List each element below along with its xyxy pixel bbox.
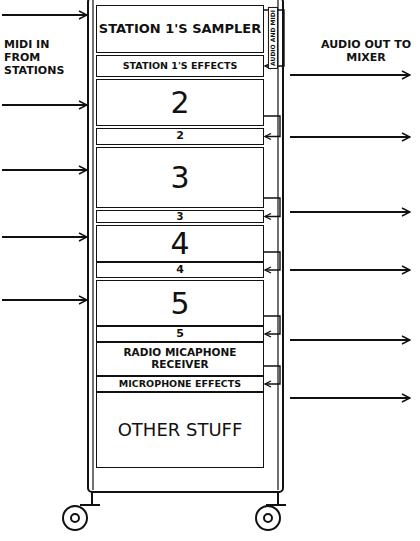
unit-label: STATION 1'S SAMPLER (99, 22, 261, 36)
unit-label: 2 (176, 130, 184, 142)
unit-label: 5 (170, 287, 189, 320)
unit-label: 3 (170, 161, 189, 194)
rack-rail (277, 0, 278, 490)
unit-label: STATION 1'S EFFECTS (123, 61, 237, 71)
rack-unit: RADIO MICAPHONE RECEIVER (96, 342, 264, 376)
bracket-connector (264, 316, 280, 334)
unit-label: 2 (170, 86, 189, 119)
rack-unit: 3 (96, 210, 264, 223)
rack-unit: MICROPHONE EFFECTS (96, 376, 264, 392)
bracket-connector (264, 252, 280, 270)
rack-rail (92, 0, 93, 490)
caster (63, 492, 286, 530)
bracket-connector (264, 198, 280, 217)
unit-label: 4 (176, 264, 184, 276)
unit-label: MICROPHONE EFFECTS (119, 379, 241, 389)
rack-unit: OTHER STUFF (96, 392, 264, 468)
rack-frame (88, 0, 283, 492)
unit-label: OTHER STUFF (118, 420, 243, 440)
rack-unit: 2 (96, 128, 264, 145)
unit-label: 4 (170, 227, 189, 260)
rack-unit: STATION 1'S SAMPLER (96, 5, 264, 53)
side-label: AUDIO OUT TO MIXER (316, 38, 416, 64)
connector-label: AUDIO AND MIDI (268, 7, 278, 69)
rack-unit: 4 (96, 262, 264, 278)
bracket-connector (264, 116, 280, 137)
bracket-connector (264, 366, 280, 384)
unit-label: 3 (177, 211, 184, 222)
midi-in-arrows (2, 15, 87, 300)
unit-label: 5 (176, 328, 184, 340)
side-label: MIDI IN FROM STATIONS (4, 38, 70, 78)
rack-unit: 3 (96, 147, 264, 208)
rack-unit: 4 (96, 225, 264, 262)
rack-unit: 2 (96, 79, 264, 126)
unit-label: RADIO MICAPHONE RECEIVER (97, 347, 263, 370)
audio-out-arrows (290, 75, 410, 398)
rack-unit: 5 (96, 280, 264, 326)
rack-unit: STATION 1'S EFFECTS (96, 55, 264, 77)
rack-unit: 5 (96, 326, 264, 342)
